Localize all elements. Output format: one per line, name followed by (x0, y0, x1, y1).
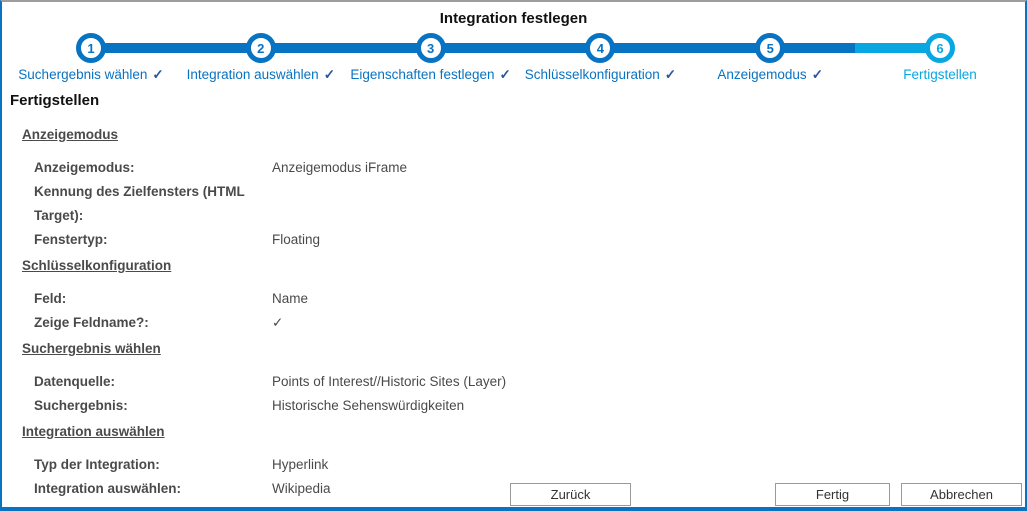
step-label: Integration auswählen✓ (186, 67, 335, 82)
step-label: Fertigstellen (903, 67, 977, 82)
row-value (272, 180, 1010, 228)
step-label: Schlüsselkonfiguration✓ (524, 67, 677, 82)
step-number-badge: 3 (415, 33, 446, 63)
row-label: Suchergebnis: (34, 398, 128, 413)
row-value: Anzeigemodus iFrame (272, 160, 408, 175)
step-number: 5 (766, 40, 774, 56)
finish-button[interactable]: Fertig (775, 483, 890, 506)
check-icon: ✓ (664, 67, 677, 82)
row-value: Wikipedia (272, 481, 331, 496)
cancel-button[interactable]: Abbrechen (901, 483, 1022, 506)
wizard-step-1[interactable]: 1 Suchergebnis wählen✓ (2, 33, 201, 83)
wizard-step-2[interactable]: 2 Integration auswählen✓ (151, 33, 371, 83)
row-label: Anzeigemodus: (34, 160, 135, 175)
step-number-badge: 4 (585, 33, 616, 63)
summary-row: Integration auswählen: Wikipedia (34, 477, 1010, 501)
row-value: Name (272, 291, 309, 306)
summary-row: Feld: Name (34, 287, 1010, 311)
check-icon: ✓ (323, 67, 335, 82)
step-number: 1 (87, 40, 95, 56)
check-icon: ✓ (499, 67, 511, 82)
wizard-step-3[interactable]: 3 Eigenschaften festlegen✓ (321, 33, 541, 83)
section-title: Suchergebnis wählen (22, 341, 161, 356)
wizard-step-4[interactable]: 4 Schlüsselkonfiguration✓ (490, 33, 710, 83)
step-number-badge: 5 (755, 33, 786, 63)
dialog-title: Integration festlegen (439, 10, 588, 27)
wizard-step-5[interactable]: 5 Anzeigemodus✓ (660, 33, 880, 83)
summary-panel: Fertigstellen Anzeigemodus Anzeigemodus:… (10, 92, 1010, 507)
stepper-track-remaining (855, 43, 940, 53)
row-label: Typ der Integration: (34, 457, 160, 472)
row-value: ✓ (272, 315, 284, 330)
step-label: Eigenschaften festlegen✓ (350, 67, 511, 82)
step-number-badge: 2 (245, 33, 276, 63)
step-number: 3 (426, 40, 435, 56)
summary-row: Zeige Feldname?: ✓ (34, 311, 1010, 335)
section-title: Integration auswählen (22, 424, 165, 439)
check-icon: ✓ (811, 67, 823, 82)
wizard-stepper: 1 Suchergebnis wählen✓ 2 Integration aus… (2, 2, 1025, 88)
step-label: Suchergebnis wählen✓ (18, 67, 164, 82)
summary-section: Integration auswählen Typ der Integratio… (22, 424, 1010, 501)
summary-section: Schlüsselkonfiguration Feld: Name Zeige … (22, 258, 1010, 335)
row-value: Points of Interest//Historic Sites (Laye… (272, 374, 507, 389)
row-value: Historische Sehenswürdigkeiten (272, 398, 465, 413)
step-number: 4 (596, 40, 604, 56)
summary-section: Anzeigemodus Anzeigemodus: Anzeigemodus … (22, 127, 1010, 252)
row-value: Hyperlink (272, 457, 329, 472)
step-number: 2 (257, 40, 265, 56)
page-title: Fertigstellen (10, 92, 100, 109)
step-number-badge: 6 (925, 33, 955, 63)
summary-row: Datenquelle: Points of Interest//Histori… (34, 370, 1010, 394)
row-label: Kennung des Zielfensters (HTML Target): (34, 184, 245, 223)
summary-row: Suchergebnis: Historische Sehenswürdigke… (34, 394, 1010, 418)
summary-section: Suchergebnis wählen Datenquelle: Points … (22, 341, 1010, 418)
summary-row: Kennung des Zielfensters (HTML Target): (34, 180, 1010, 228)
row-label: Datenquelle: (34, 374, 116, 389)
step-number: 6 (936, 40, 944, 56)
summary-row: Anzeigemodus: Anzeigemodus iFrame (34, 156, 1010, 180)
stepper-track-completed (91, 43, 940, 53)
row-value: Floating (272, 232, 321, 247)
check-icon: ✓ (152, 67, 164, 82)
step-number-badge: 1 (76, 33, 106, 63)
step-label: Anzeigemodus✓ (717, 67, 823, 82)
row-label: Feld: (34, 291, 67, 306)
section-title: Anzeigemodus (22, 127, 119, 142)
wizard-step-6[interactable]: 6 Fertigstellen (830, 33, 1025, 82)
section-title: Schlüsselkonfiguration (22, 258, 172, 273)
summary-row: Typ der Integration: Hyperlink (34, 453, 1010, 477)
back-button[interactable]: Zurück (510, 483, 631, 506)
row-label: Zeige Feldname?: (34, 315, 149, 330)
row-label: Fenstertyp: (34, 232, 108, 247)
summary-row: Fenstertyp: Floating (34, 228, 1010, 252)
row-label: Integration auswählen: (34, 481, 182, 496)
